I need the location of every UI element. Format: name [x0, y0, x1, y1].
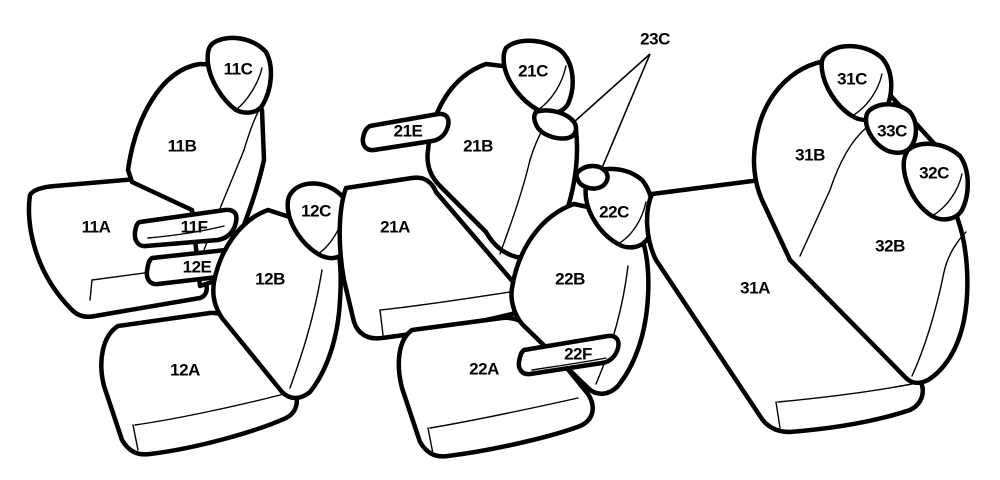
label-21C: 21C [518, 61, 548, 80]
label-31C: 31C [837, 69, 867, 88]
label-21E: 21E [394, 121, 423, 140]
label-21B: 21B [463, 136, 493, 155]
seat-12 [99, 181, 354, 457]
seat-11 [26, 35, 274, 319]
part-23C-headrest-pad-2 [574, 163, 610, 191]
label-21A: 21A [380, 217, 410, 236]
part-11C-headrest [205, 35, 274, 115]
label-22C: 22C [599, 202, 629, 221]
label-22B: 22B [555, 269, 585, 288]
seat-22 [396, 163, 655, 459]
part-12C-headrest [285, 181, 354, 261]
label-11C: 11C [224, 59, 253, 78]
label-11A: 11A [82, 217, 111, 236]
label-11B: 11B [168, 136, 197, 155]
label-12C: 12C [301, 201, 331, 220]
part-12B-backrest [211, 207, 343, 401]
leader-23C-to-22 [601, 53, 651, 169]
part-31A-cushion [644, 177, 925, 435]
part-33C-headrest [863, 102, 919, 155]
label-31A: 31A [740, 278, 770, 297]
part-21E-armrest [360, 111, 451, 153]
part-32C-headrest [901, 141, 970, 222]
label-31B: 31B [795, 145, 825, 164]
label-23C: 23C [640, 29, 670, 48]
label-12A: 12A [170, 360, 200, 379]
part-labels: 11C 11B 11A 11F 12E 12C 12B 12A 21C 21E … [82, 29, 950, 379]
label-32C: 32C [919, 163, 949, 182]
label-11F: 11F [181, 217, 208, 236]
bench-31-32 [644, 43, 970, 435]
part-22F-armrest [516, 333, 621, 377]
label-22F: 22F [564, 344, 592, 363]
label-32B: 32B [875, 236, 905, 255]
label-22A: 22A [469, 359, 499, 378]
label-33C: 33C [877, 121, 907, 140]
label-12B: 12B [255, 269, 285, 288]
seat-21 [337, 38, 580, 341]
leader-23C-to-21 [573, 53, 651, 123]
label-12E: 12E [183, 257, 212, 276]
part-23C-headrest-pad [532, 108, 579, 141]
